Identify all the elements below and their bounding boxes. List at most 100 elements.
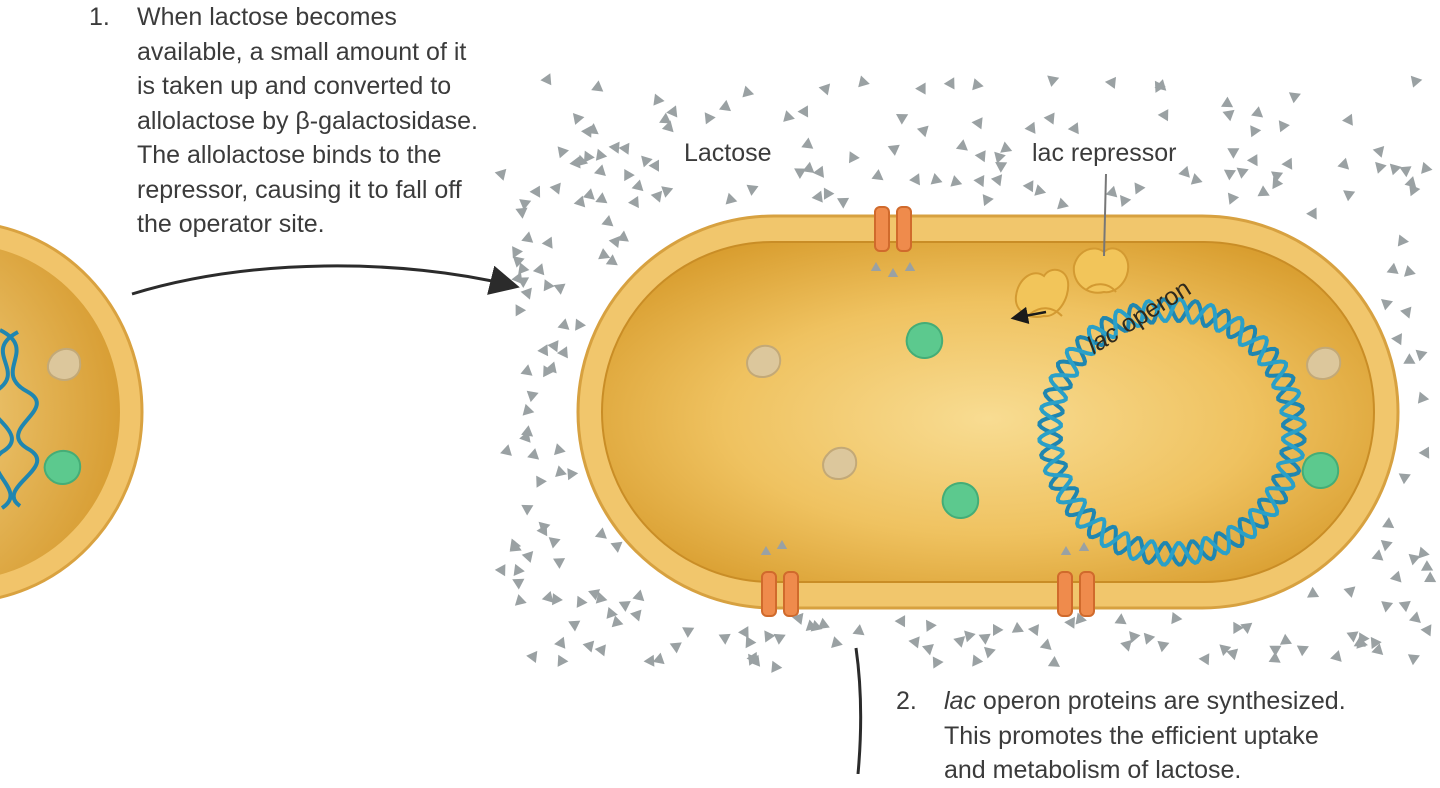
lactose-molecule bbox=[1078, 542, 1090, 551]
lactose-molecule bbox=[745, 636, 757, 649]
lactose-molecule bbox=[812, 165, 824, 178]
lactose-molecule bbox=[1034, 184, 1047, 196]
lactose-molecule bbox=[648, 159, 659, 172]
lactose-molecule bbox=[1219, 644, 1232, 656]
lactose-molecule bbox=[760, 546, 772, 555]
lactose-molecule bbox=[818, 83, 831, 96]
lactose-molecule bbox=[978, 633, 991, 645]
lactose-molecule bbox=[870, 262, 882, 271]
lactose-molecule bbox=[522, 403, 535, 416]
lactose-molecule bbox=[653, 93, 665, 106]
lactose-molecule bbox=[1178, 165, 1190, 178]
green-protein bbox=[905, 322, 944, 359]
lactose-molecule bbox=[511, 272, 523, 285]
lactose-molecule bbox=[545, 361, 557, 374]
left-dna-helix bbox=[0, 328, 40, 510]
lactose-molecule bbox=[1409, 611, 1421, 623]
lactose-molecule bbox=[618, 601, 631, 612]
lactose-molecule bbox=[543, 279, 555, 292]
lactose-molecule bbox=[746, 184, 759, 196]
lactose-molecule bbox=[526, 650, 538, 663]
lactose-molecule bbox=[541, 236, 553, 249]
lactose-molecule bbox=[521, 425, 534, 437]
lactose-molecule bbox=[601, 215, 614, 227]
lactose-molecule bbox=[742, 85, 755, 98]
lactose-molecule bbox=[1064, 616, 1075, 629]
lactose-molecule bbox=[894, 615, 906, 628]
lactose-molecule bbox=[1346, 631, 1359, 643]
lactose-molecule bbox=[582, 640, 595, 653]
lactose-molecule bbox=[514, 594, 527, 606]
lactose-molecule bbox=[904, 262, 916, 271]
lactose-molecule bbox=[1190, 173, 1203, 185]
lactose-molecule bbox=[849, 151, 860, 164]
lactose-molecule bbox=[1223, 169, 1236, 181]
lactose-molecule bbox=[547, 340, 559, 353]
lactose-molecule bbox=[541, 591, 554, 603]
lactose-molecule bbox=[500, 444, 512, 456]
lactose-molecule bbox=[554, 443, 566, 456]
lactose-molecule bbox=[595, 591, 608, 604]
step-1-line: available, a small amount of it bbox=[137, 37, 467, 66]
lactose-molecule bbox=[632, 589, 645, 602]
lactose-molecule bbox=[1143, 632, 1156, 645]
step-1-body: When lactose becomes available, a small … bbox=[137, 0, 478, 242]
lactose-molecule bbox=[513, 563, 525, 576]
lactose-molecule bbox=[811, 190, 823, 203]
lactose-molecule bbox=[1343, 586, 1356, 598]
step-2-italic: lac bbox=[944, 687, 976, 715]
lactose-molecule bbox=[1157, 109, 1169, 122]
lactose-molecule bbox=[704, 112, 716, 125]
lactose-molecule bbox=[1371, 549, 1384, 561]
lactose-molecule bbox=[608, 236, 620, 248]
left-cell bbox=[0, 225, 144, 599]
lac-repressor-label: lac repressor bbox=[1032, 139, 1177, 167]
lactose-molecule bbox=[594, 527, 607, 539]
lactose-molecule bbox=[1398, 600, 1411, 613]
lactose-molecule bbox=[1129, 631, 1141, 644]
lactose-molecule bbox=[1236, 167, 1249, 179]
permease bbox=[1057, 571, 1095, 617]
lactose-molecule bbox=[1075, 612, 1087, 625]
lactose-molecule bbox=[801, 137, 814, 149]
lactose-molecule bbox=[973, 175, 985, 188]
step-1-number: 1. bbox=[89, 3, 110, 31]
lactose-molecule bbox=[1356, 637, 1368, 649]
lactose-molecule bbox=[964, 630, 976, 643]
lactose-molecule bbox=[1104, 76, 1116, 89]
lactose-molecule bbox=[871, 169, 884, 181]
lactose-label: Lactose bbox=[684, 139, 772, 167]
lactose-molecule bbox=[1389, 570, 1402, 583]
lactose-molecule bbox=[610, 541, 623, 553]
lactose-molecule bbox=[1409, 184, 1421, 197]
lactose-molecule bbox=[817, 617, 830, 629]
lactose-molecule bbox=[1221, 96, 1234, 108]
step-1-line: the operator site. bbox=[137, 210, 325, 238]
lactose-molecule bbox=[1400, 306, 1412, 319]
lactose-molecule bbox=[519, 199, 532, 211]
lactose-molecule bbox=[1418, 446, 1430, 459]
lactose-molecule bbox=[1171, 612, 1183, 625]
lactose-molecule bbox=[567, 468, 579, 481]
permease bbox=[761, 571, 799, 617]
dna-strand bbox=[1037, 297, 1307, 567]
lactose-molecule bbox=[950, 175, 963, 187]
lactose-molecule bbox=[527, 448, 540, 460]
lactose-molecule bbox=[536, 475, 547, 488]
lactose-molecule bbox=[569, 156, 581, 169]
lactose-molecule bbox=[1271, 171, 1284, 183]
lactose-molecule bbox=[972, 654, 984, 667]
lactose-molecule bbox=[1000, 141, 1013, 153]
lactose-molecule bbox=[802, 161, 815, 173]
lactose-molecule bbox=[1372, 146, 1385, 158]
lactose-molecule bbox=[1120, 639, 1132, 652]
lactose-molecule bbox=[995, 162, 1008, 173]
lactose-molecule bbox=[971, 117, 983, 130]
lactose-molecule bbox=[1257, 185, 1270, 197]
lac-repressor-group bbox=[1010, 173, 1130, 325]
lactose-molecule bbox=[858, 75, 870, 88]
lactose-molecule bbox=[521, 551, 534, 563]
lactose-molecule bbox=[1067, 122, 1079, 135]
lactose-molecule bbox=[1404, 265, 1416, 277]
lactose-molecule bbox=[509, 540, 522, 552]
